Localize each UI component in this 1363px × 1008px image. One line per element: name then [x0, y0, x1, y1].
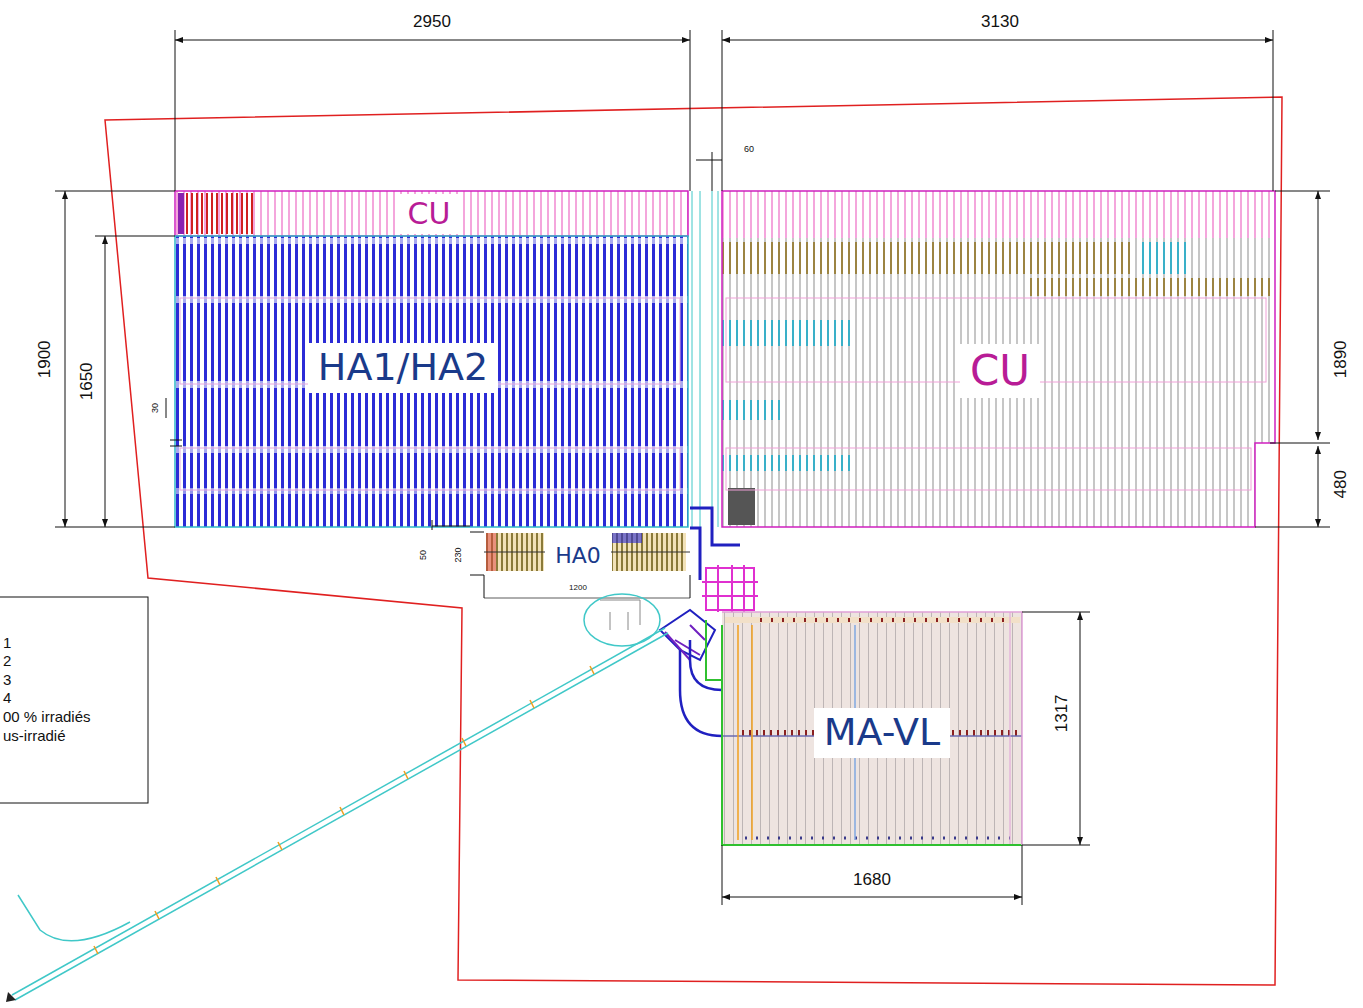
storage-zone: HA1/HA2	[175, 236, 688, 527]
dimension-label: 1200	[567, 584, 589, 593]
storage-zone: MA-VL	[722, 612, 1022, 845]
legend-entry: 4	[3, 690, 11, 707]
dimension-label: 3130	[979, 13, 1021, 32]
dimension-label: 1650	[78, 360, 97, 402]
dimension-label: 230	[454, 545, 464, 564]
legend-entry: us-irradié	[3, 728, 66, 745]
zone-label: HA1/HA2	[308, 343, 498, 393]
dimension-label: 1680	[851, 871, 893, 890]
dimension-label: 50	[419, 548, 429, 562]
zone-label: CU	[960, 344, 1040, 398]
legend-entry: 2	[3, 653, 11, 670]
dimension-label: 2950	[411, 13, 453, 32]
dimension-label: 30	[151, 401, 161, 415]
dimension-label: 1317	[1053, 692, 1072, 734]
legend-entry: 1	[3, 635, 11, 652]
storage-zone: HA0	[484, 530, 690, 575]
zone-label: HA0	[545, 540, 611, 571]
storage-zone: CU	[722, 191, 1275, 527]
dimension-label: 480	[1332, 468, 1351, 500]
storage-zone: CU	[175, 191, 688, 236]
dimension-label: 60	[742, 145, 756, 155]
legend-entry: 00 % irradiés	[3, 709, 91, 726]
legend-entry: 3	[3, 672, 11, 689]
zone-label: CU	[398, 194, 461, 235]
dimension-label: 1900	[36, 338, 55, 380]
zone-label: MA-VL	[814, 708, 951, 758]
dimension-label: 1890	[1332, 338, 1351, 380]
